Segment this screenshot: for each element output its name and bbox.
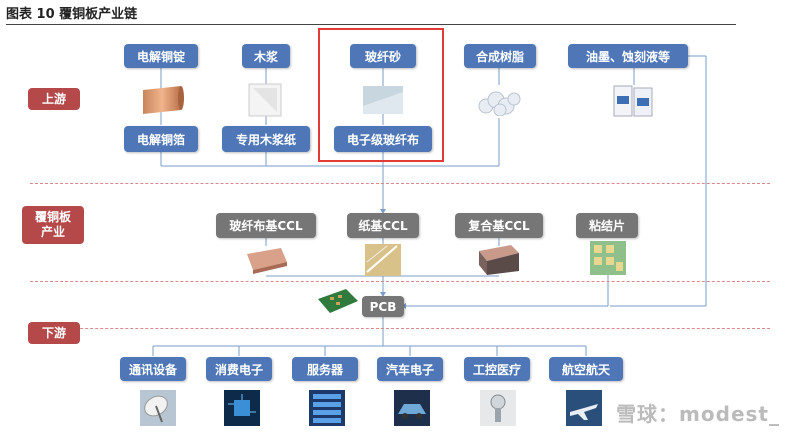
separator-downstream <box>30 328 770 329</box>
node-paper-ccl: 纸基CCL <box>347 213 419 238</box>
node-glass-sand: 玻纤砂 <box>350 44 416 68</box>
aircraft-image <box>566 390 602 426</box>
paper-ccl-image <box>363 242 403 278</box>
node-prepreg: 粘结片 <box>576 213 638 238</box>
node-aerospace: 航空航天 <box>549 357 623 381</box>
node-glass-ccl: 玻纤布基CCL <box>216 213 316 238</box>
section-downstream: 下游 <box>28 322 80 344</box>
medical-equipment-image <box>480 390 516 426</box>
resin-granules-image <box>474 86 526 117</box>
node-servers: 服务器 <box>292 357 358 381</box>
node-synthetic-resin: 合成树脂 <box>464 44 536 68</box>
chemical-container-image <box>610 80 656 120</box>
node-pcb: PCB <box>362 296 404 317</box>
composite-ccl-image <box>477 243 521 277</box>
figure-title: 图表 10 覆铜板产业链 <box>6 7 138 22</box>
server-rack-image <box>309 390 345 426</box>
node-consumer-electronics: 消费电子 <box>206 357 272 381</box>
node-automotive: 汽车电子 <box>377 357 443 381</box>
node-industrial-medical: 工控医疗 <box>464 357 530 381</box>
node-copper-foil: 电解铜箔 <box>124 126 198 152</box>
pcb-board-image <box>316 287 360 315</box>
pulp-sheet-image <box>245 82 285 118</box>
node-glass-cloth: 电子级玻纤布 <box>334 126 432 152</box>
copper-roll-image <box>139 84 185 116</box>
glass-ccl-image <box>245 244 289 276</box>
watermark: 雪球：modest_ <box>616 402 780 426</box>
highlight-frame <box>318 28 444 162</box>
node-composite-ccl: 复合基CCL <box>455 213 543 238</box>
section-upstream: 上游 <box>28 88 80 110</box>
glass-fiber-image <box>361 84 405 116</box>
car-electronics-image <box>394 390 430 426</box>
node-telecom: 通讯设备 <box>120 357 186 381</box>
title-rule <box>6 24 736 25</box>
node-wood-pulp: 木浆 <box>242 44 290 68</box>
satellite-dish-image <box>140 390 176 426</box>
node-pulp-paper: 专用木浆纸 <box>222 126 310 152</box>
separator-upstream <box>30 183 770 184</box>
node-copper-ingot: 电解铜锭 <box>124 44 198 68</box>
separator-midstream <box>30 281 770 282</box>
section-midstream: 覆铜板 产业 <box>22 206 84 244</box>
prepreg-image <box>589 240 627 276</box>
chip-image <box>224 390 260 426</box>
node-ink-etchant: 油墨、蚀刻液等 <box>568 44 688 68</box>
